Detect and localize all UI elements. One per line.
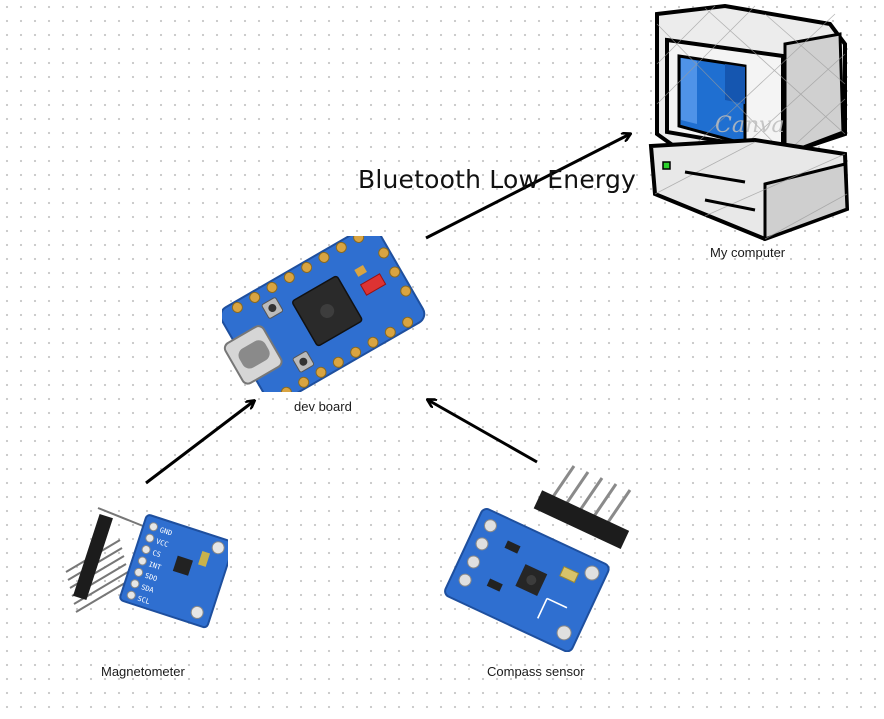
magnetometer-node: GND VCC CS INT SDO SDA SCL — [58, 504, 228, 630]
canva-watermark: Canva — [715, 113, 785, 138]
arrow-board-to-computer — [425, 134, 630, 240]
dev-board-node — [222, 236, 426, 392]
svg-text:SCL: SCL — [136, 595, 151, 607]
magnetometer-image: GND VCC CS INT SDO SDA SCL — [65, 507, 228, 629]
computer-node: Canva — [645, 4, 855, 246]
compass-label: Compass sensor — [487, 664, 585, 679]
svg-text:GND: GND — [159, 526, 174, 538]
magnetometer-label: Magnetometer — [101, 664, 185, 679]
svg-text:SDO: SDO — [144, 572, 159, 584]
arrow-compass-to-board — [428, 400, 538, 464]
svg-text:INT: INT — [147, 560, 162, 572]
compass-image — [444, 465, 632, 652]
bluetooth-edge-label: Bluetooth Low Energy — [358, 165, 637, 194]
svg-text:CS: CS — [151, 549, 161, 559]
computer-icon: Canva — [648, 4, 850, 242]
svg-text:SDA: SDA — [140, 583, 155, 595]
arrow-magnetometer-to-board — [145, 401, 254, 485]
computer-label: My computer — [710, 245, 786, 260]
svg-text:VCC: VCC — [155, 537, 170, 549]
dev-board-image — [222, 236, 426, 392]
compass-node — [436, 462, 636, 652]
magnetometer-pin-labels: GND VCC CS INT SDO SDA SCL — [136, 526, 173, 606]
dev-board-label: dev board — [294, 399, 352, 414]
